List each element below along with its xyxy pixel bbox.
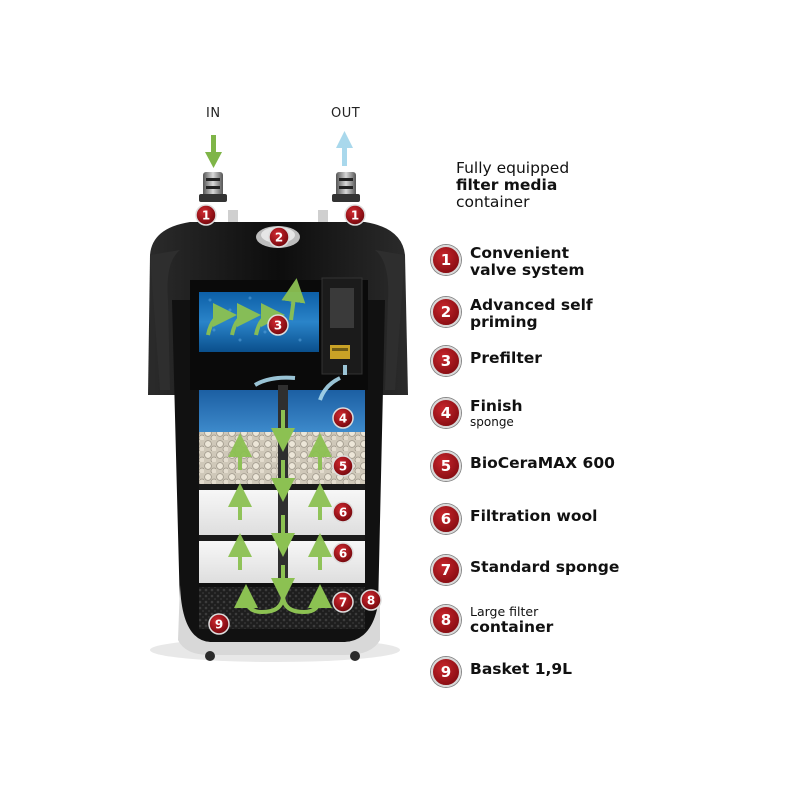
callout-inlet-valve: 1 <box>195 204 217 226</box>
flow-arrows-clean <box>253 365 347 401</box>
out-arrow-icon <box>336 131 353 166</box>
legend-item-finish-sponge: 4 Finish sponge <box>431 398 523 429</box>
legend-header: Fully equipped filter media container <box>456 160 569 211</box>
legend-badge: 7 <box>431 555 461 585</box>
callout-wool-2: 6 <box>332 542 354 564</box>
callout-number: 8 <box>367 594 375 608</box>
outlet-valve <box>332 172 360 202</box>
legend-label: Basket 1,9L <box>470 660 573 678</box>
latch-left <box>228 210 238 232</box>
legend-label-2: valve system <box>470 261 585 279</box>
callout-number: 7 <box>339 596 347 610</box>
legend-badge: 1 <box>431 245 461 275</box>
legend-badge: 6 <box>431 504 461 534</box>
callout-standard-sponge: 7 <box>332 591 354 613</box>
header-line-1: Fully equipped <box>456 159 570 177</box>
legend-label: Filtration wool <box>470 507 598 525</box>
out-label: OUT <box>331 106 361 121</box>
legend-label: Advanced self <box>470 296 593 314</box>
legend-label: Standard sponge <box>470 558 620 576</box>
header-line-3: container <box>456 193 530 211</box>
callout-number: 1 <box>202 209 210 223</box>
inlet-valve <box>199 172 227 202</box>
legend-item-filtration-wool: 6 Filtration wool <box>431 504 597 534</box>
legend-item-valve-system: 1 Convenient valve system <box>431 245 585 279</box>
callout-outlet-valve: 1 <box>344 204 366 226</box>
callout-number: 6 <box>339 547 347 561</box>
latch-right <box>318 210 328 232</box>
callout-prefilter: 3 <box>267 314 289 336</box>
legend-item-bioceramax: 5 BioCeraMAX 600 <box>431 451 615 481</box>
legend-badge: 4 <box>431 398 461 428</box>
callout-badges: 1 1 2 3 4 5 6 6 <box>195 204 382 635</box>
impeller-housing <box>321 277 363 375</box>
flow-arrows-up <box>206 278 332 570</box>
callout-number: 6 <box>339 506 347 520</box>
callout-finish-sponge: 4 <box>332 407 354 429</box>
legend-small-label: Large filter <box>470 604 539 619</box>
legend-label: Convenient <box>470 244 569 262</box>
callout-basket: 9 <box>208 613 230 635</box>
callout-number: 3 <box>274 319 282 333</box>
legend-badge: 9 <box>431 657 461 687</box>
legend-item-standard-sponge: 7 Standard sponge <box>431 555 619 585</box>
legend-item-container: 8 Large filter container <box>431 605 553 636</box>
legend-label: BioCeraMAX 600 <box>470 454 615 472</box>
callout-number: 1 <box>351 209 359 223</box>
legend-badge: 3 <box>431 346 461 376</box>
legend-label-2: container <box>470 618 554 636</box>
callout-container: 8 <box>360 589 382 611</box>
legend-item-prefilter: 3 Prefilter <box>431 346 542 376</box>
callout-priming: 2 <box>268 226 290 248</box>
legend-item-basket: 9 Basket 1,9L <box>431 657 572 687</box>
legend-badge: 8 <box>431 605 461 635</box>
legend-label: Prefilter <box>470 349 542 367</box>
in-label: IN <box>206 106 221 121</box>
legend-label: Finish <box>470 397 523 415</box>
legend-label-2: priming <box>470 313 538 331</box>
legend-badge: 5 <box>431 451 461 481</box>
callout-number: 5 <box>339 460 347 474</box>
callout-number: 2 <box>275 231 283 245</box>
callout-number: 4 <box>339 412 347 426</box>
callout-bioceramax: 5 <box>332 455 354 477</box>
in-arrow-icon <box>205 135 222 168</box>
legend-sublabel: sponge <box>470 415 514 429</box>
legend-badge: 2 <box>431 297 461 327</box>
callout-number: 9 <box>215 618 223 632</box>
flow-arrows-down <box>234 410 332 615</box>
legend-item-self-priming: 2 Advanced self priming <box>431 297 593 331</box>
callout-wool-1: 6 <box>332 501 354 523</box>
header-line-2: filter media <box>456 176 558 194</box>
